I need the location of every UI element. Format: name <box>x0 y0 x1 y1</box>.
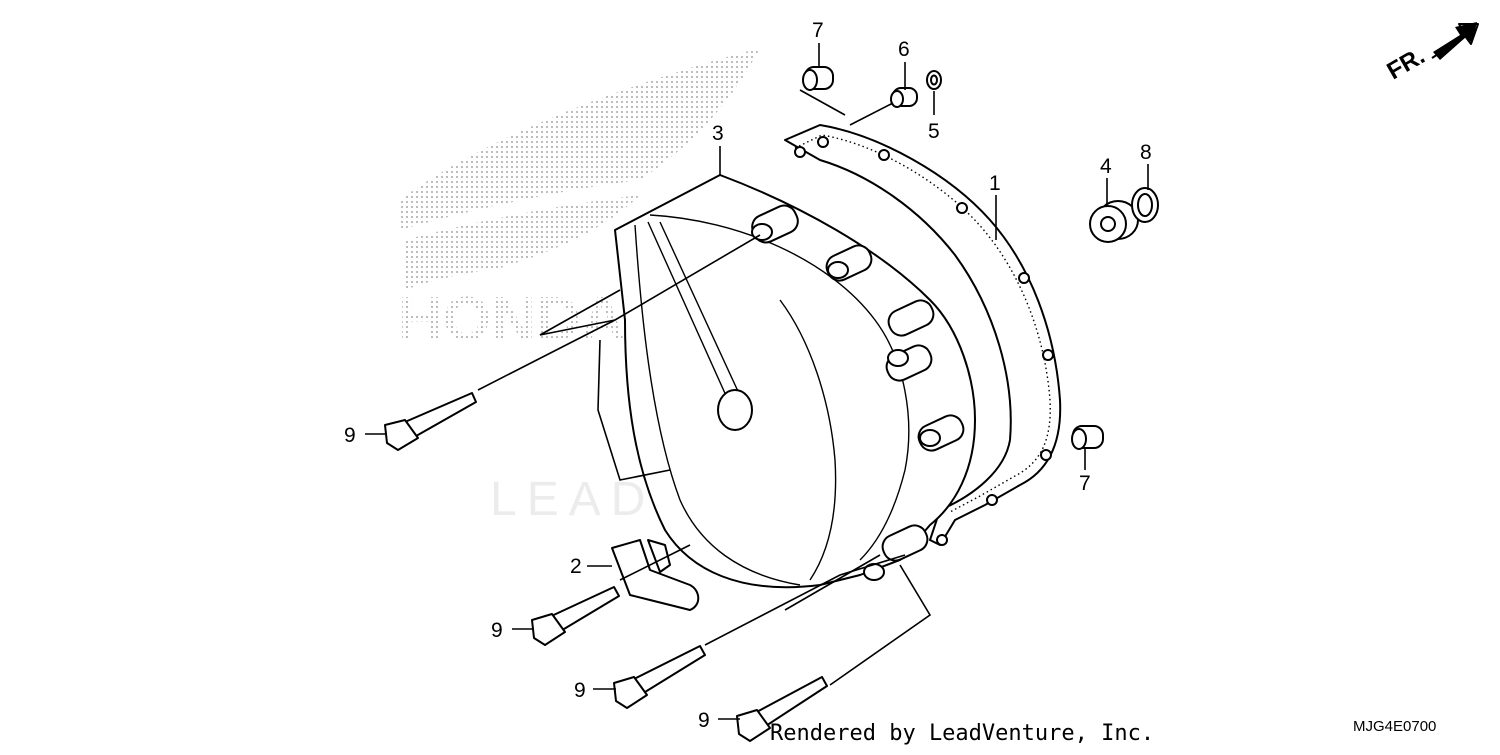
bearing <box>1089 200 1139 243</box>
bolt-bottom <box>736 676 828 742</box>
callout-1: 1 <box>989 172 1001 195</box>
watermark-brand: HONDA <box>398 285 625 354</box>
callout-4: 4 <box>1100 155 1112 178</box>
direction-label: FR. <box>1383 42 1430 85</box>
callout-5: 5 <box>928 120 940 143</box>
dowel-pin-top <box>802 66 834 91</box>
callout-7-top: 7 <box>812 19 824 42</box>
honda-wing-logo-watermark: HONDA <box>398 48 760 354</box>
diagram-code: MJG4E0700 <box>1353 718 1436 735</box>
footer-credit: Rendered by LeadVenture, Inc. <box>770 721 1154 746</box>
snap-ring <box>1131 187 1159 223</box>
dowel-pin-small <box>890 87 918 108</box>
front-arrow-icon <box>1433 22 1477 60</box>
callout-3: 3 <box>712 122 724 145</box>
gasket <box>784 124 1062 546</box>
callout-9-bottom: 9 <box>698 709 710 732</box>
callout-labels: 7 6 5 3 1 4 8 9 7 2 9 9 9 <box>344 19 1152 732</box>
bolt-left <box>384 392 477 451</box>
callout-7-right: 7 <box>1079 472 1091 495</box>
callout-9-lower: 9 <box>574 679 586 702</box>
clamp <box>611 539 700 611</box>
callout-8: 8 <box>1140 141 1152 164</box>
callout-6: 6 <box>898 38 910 61</box>
front-direction-indicator: FR. <box>1383 22 1479 85</box>
dowel-pin-right <box>1071 425 1104 450</box>
callout-9-left: 9 <box>344 424 356 447</box>
leader-lines <box>365 43 1149 720</box>
bolt-clamp <box>531 586 620 646</box>
callout-2: 2 <box>570 555 582 578</box>
clutch-cover <box>614 174 976 589</box>
o-ring <box>926 70 942 90</box>
bolt-lower <box>613 645 706 709</box>
callout-9-clamp: 9 <box>491 619 503 642</box>
